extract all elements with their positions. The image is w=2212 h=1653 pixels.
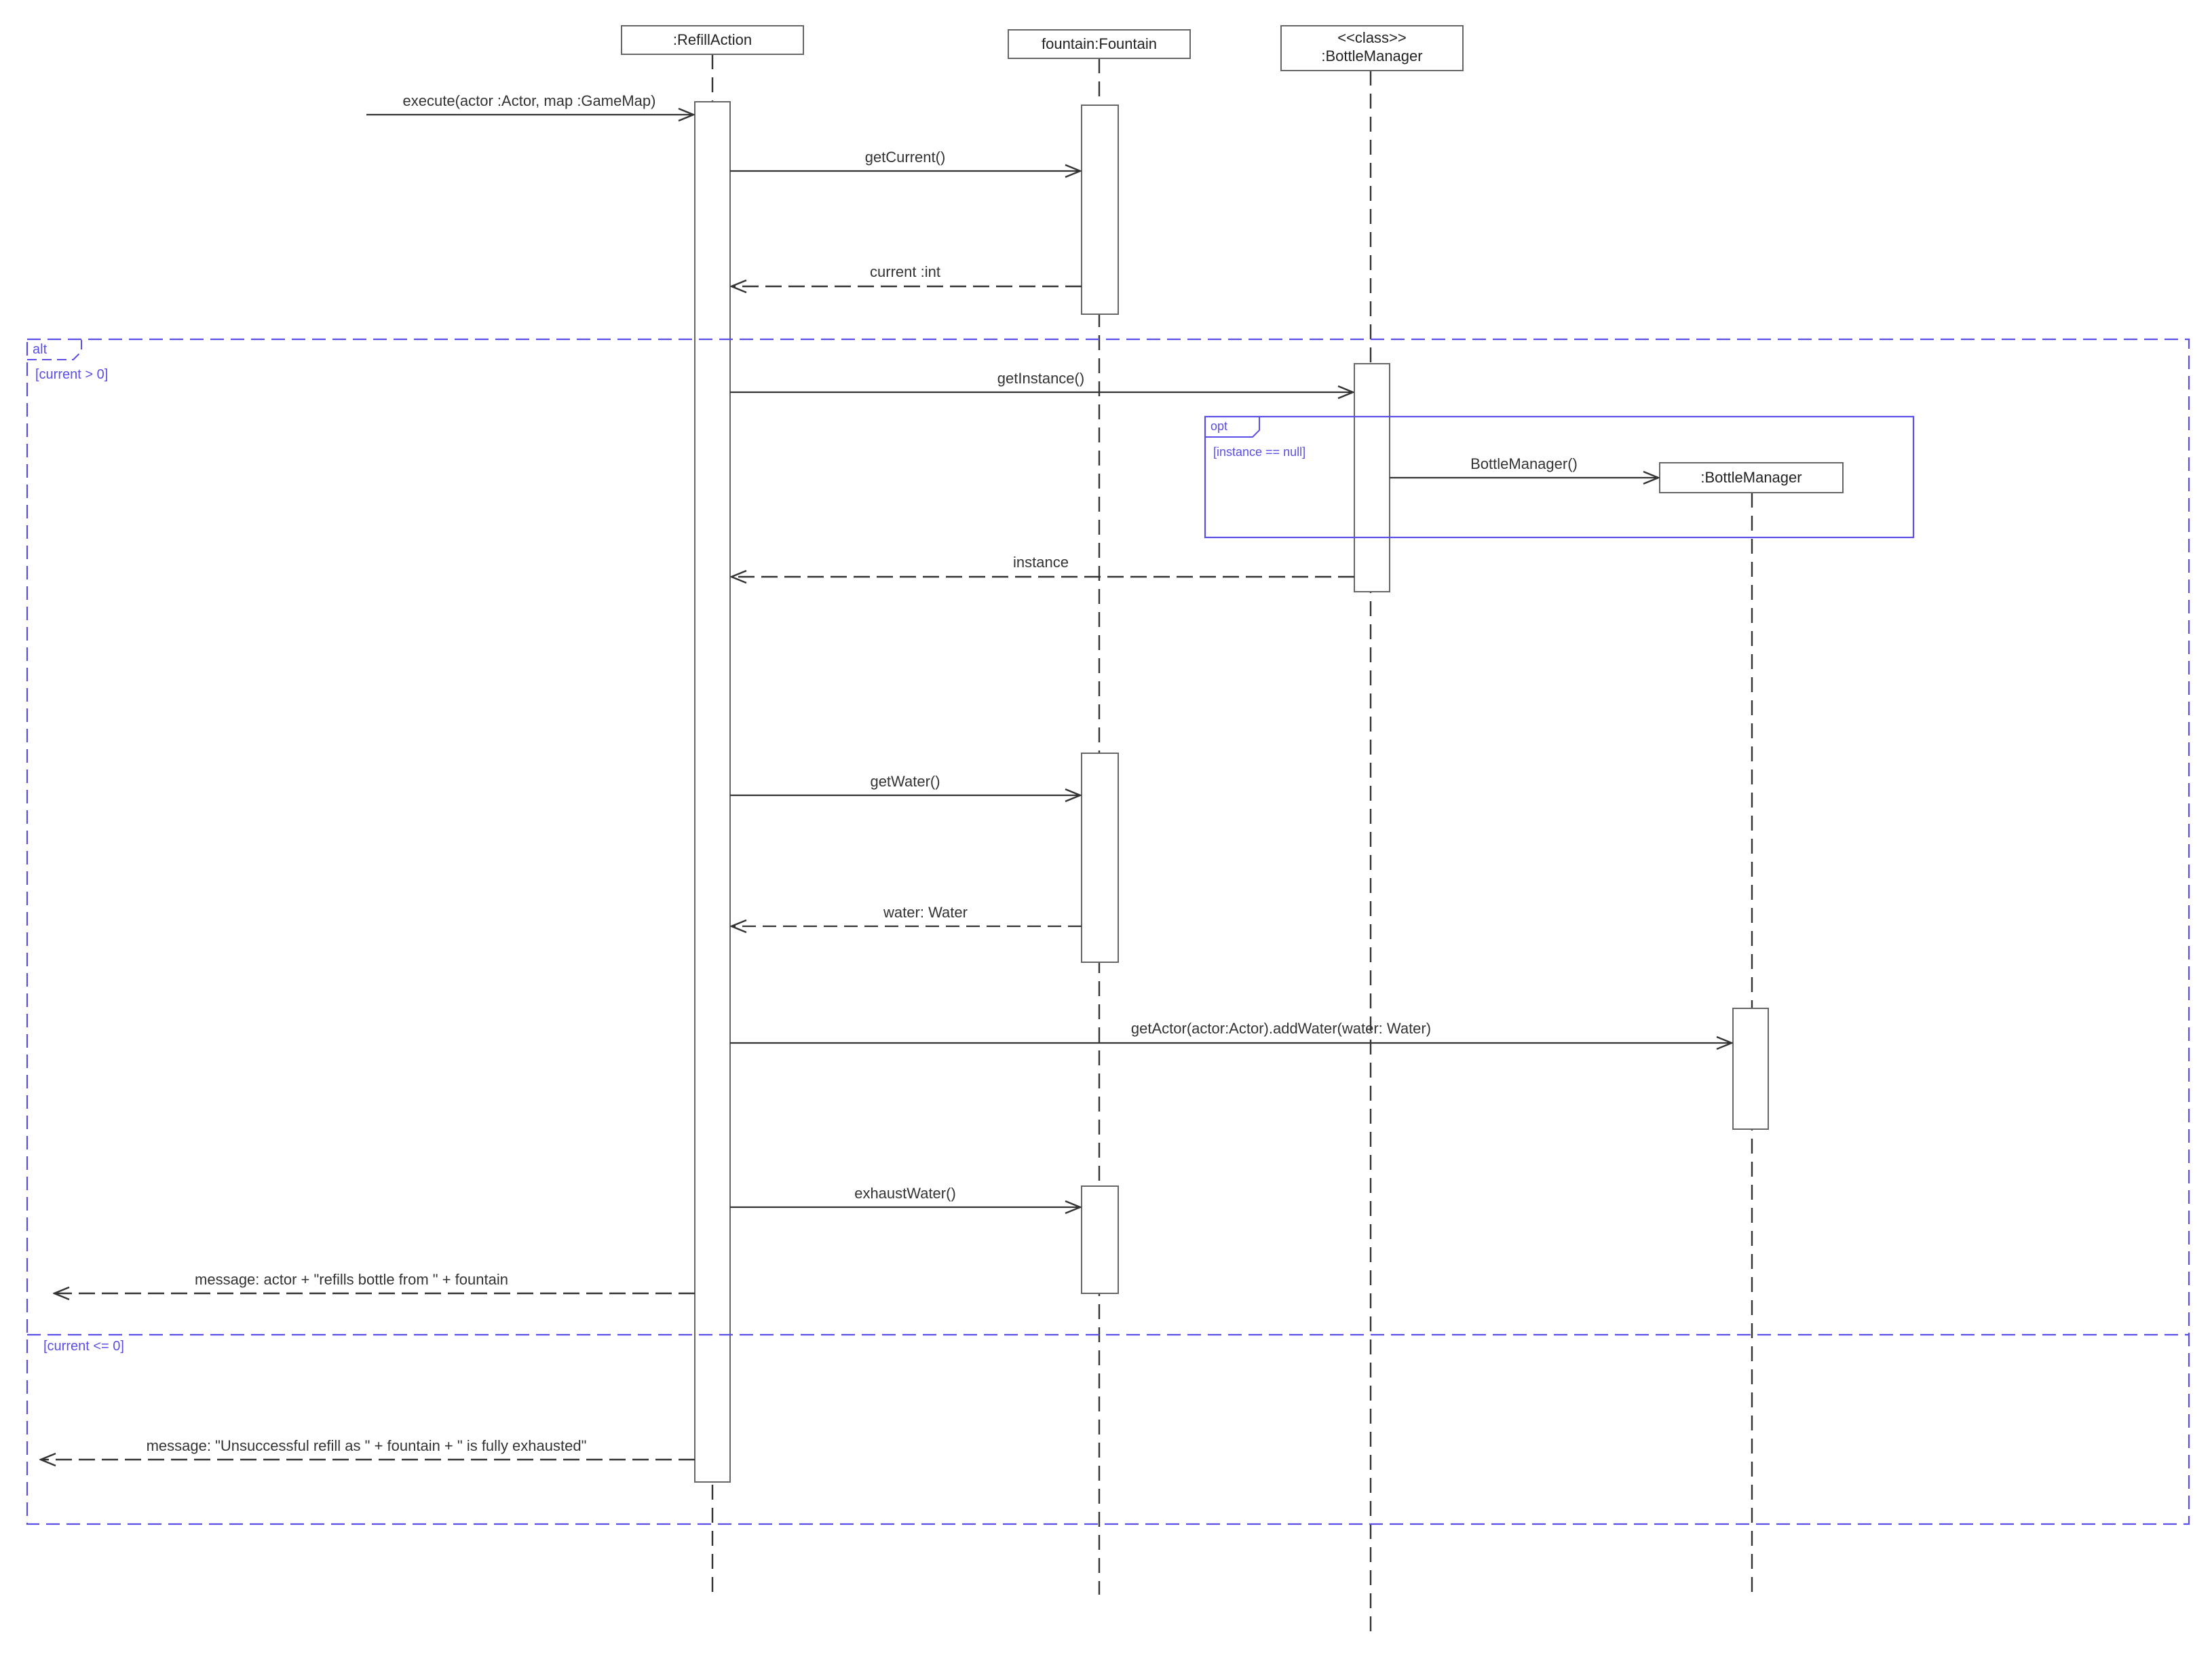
- message-label-instance: instance: [1013, 554, 1069, 571]
- participant-label: :BottleManager: [1321, 48, 1422, 64]
- created-bottle-manager: :BottleManager: [1659, 462, 1844, 493]
- alt-guard-2: [current <= 0]: [43, 1339, 124, 1354]
- message-label-add-water: getActor(actor:Actor).addWater(water: Wa…: [1131, 1020, 1431, 1037]
- participant-refill-action: :RefillAction: [621, 25, 804, 55]
- activation-fountain-1: [1081, 104, 1119, 315]
- opt-keyword: opt: [1210, 419, 1227, 433]
- messages: execute(actor :Actor, map :GameMap) getC…: [41, 92, 1732, 1460]
- message-label-refill-failure: message: "Unsuccessful refill as " + fou…: [147, 1437, 587, 1454]
- message-label-water: water: Water: [883, 904, 968, 921]
- activation-refill-action: [694, 101, 731, 1483]
- alt-fragment: alt [current > 0] [current <= 0]: [26, 338, 2190, 1525]
- stereotype-label: <<class>>: [1337, 29, 1407, 46]
- activation-created-bottle-manager: [1732, 1008, 1769, 1130]
- participant-bottle-manager: <<class>> :BottleManager: [1280, 25, 1464, 71]
- message-label-current-int: current :int: [870, 263, 940, 280]
- message-label-get-instance: getInstance(): [997, 370, 1084, 387]
- activation-fountain-2: [1081, 753, 1119, 963]
- activation-bottle-manager: [1354, 363, 1390, 592]
- participant-label: :RefillAction: [673, 31, 752, 48]
- participant-label: fountain:Fountain: [1042, 35, 1157, 52]
- lifelines: [711, 54, 1753, 1632]
- activation-fountain-3: [1081, 1185, 1119, 1294]
- participant-label: :BottleManager: [1700, 469, 1801, 486]
- message-label-bottle-manager-constructor: BottleManager(): [1470, 455, 1578, 472]
- alt-guard-1: [current > 0]: [35, 367, 108, 382]
- opt-fragment: opt [instance == null]: [1204, 415, 1915, 539]
- activation-bars: [694, 101, 1769, 1483]
- message-label-refill-success: message: actor + "refills bottle from " …: [195, 1271, 508, 1288]
- message-label-get-water: getWater(): [870, 773, 940, 790]
- opt-guard: [instance == null]: [1213, 445, 1305, 459]
- message-label-exhaust-water: exhaustWater(): [854, 1185, 956, 1202]
- participant-fountain: fountain:Fountain: [1008, 29, 1191, 59]
- message-label-execute: execute(actor :Actor, map :GameMap): [403, 92, 656, 109]
- alt-keyword: alt: [33, 342, 47, 357]
- message-label-get-current: getCurrent(): [865, 149, 946, 166]
